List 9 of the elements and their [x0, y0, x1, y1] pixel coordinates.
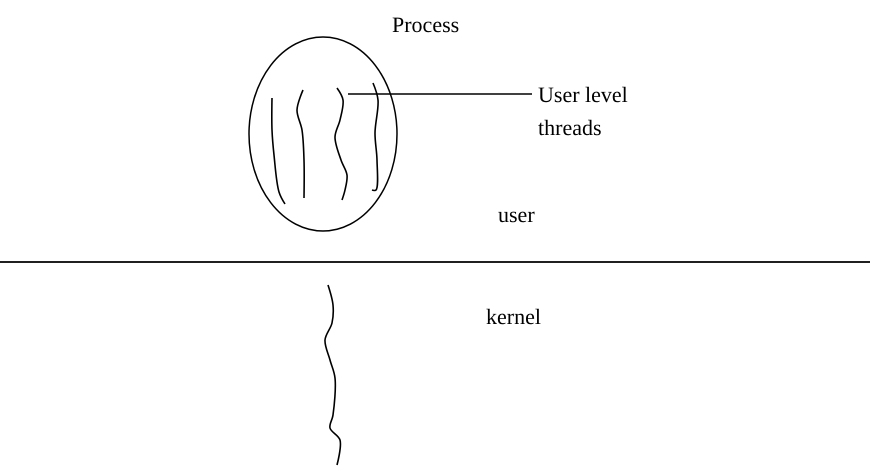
thread-line: [294, 88, 308, 200]
thread-line: [332, 86, 350, 202]
process-title: Process: [392, 12, 460, 38]
user-space-label: user: [498, 202, 535, 228]
leader-line: [348, 93, 532, 95]
kernel-space-label: kernel: [486, 304, 541, 330]
thread-label: User level threads: [538, 78, 668, 144]
thread-line: [369, 81, 381, 193]
thread-line: [270, 96, 288, 206]
